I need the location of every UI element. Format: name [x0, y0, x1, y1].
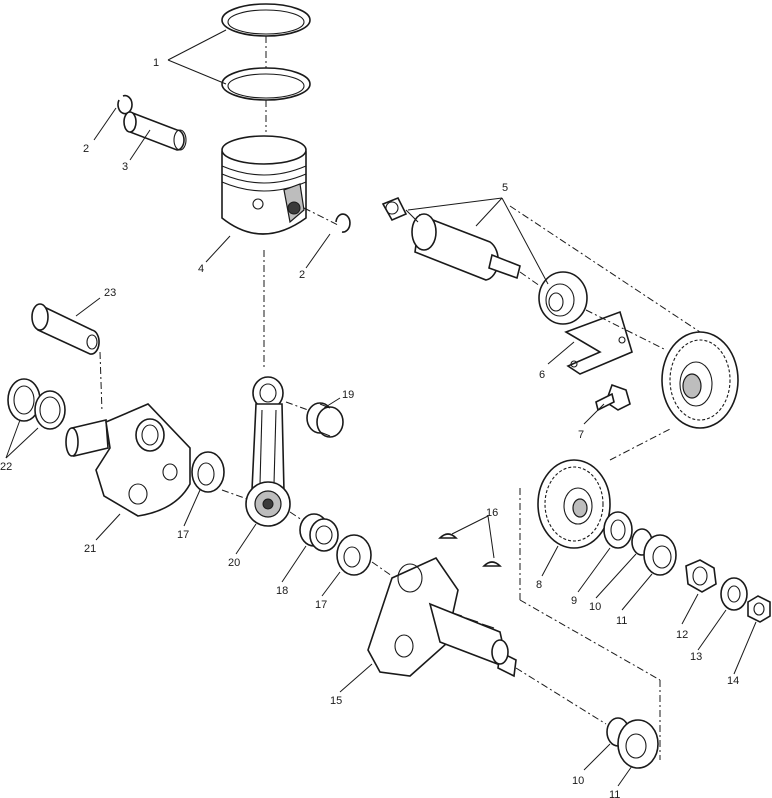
callout-12: 12	[676, 629, 688, 641]
circlip-left	[117, 94, 133, 115]
circlip-right	[335, 213, 351, 233]
needle-bearing-big-end	[299, 513, 339, 552]
callout-13: 13	[690, 651, 702, 663]
leader-lines	[5, 29, 757, 787]
starter-motor-shaft	[405, 209, 521, 281]
piston-ring-lower	[221, 67, 311, 101]
callout-11-lower: 11	[609, 789, 620, 798]
callout-16: 16	[486, 507, 498, 519]
callout-6: 6	[539, 369, 545, 381]
crankshaft-half-right	[367, 556, 517, 678]
starter-ring-gear	[661, 331, 739, 429]
callout-7: 7	[578, 429, 584, 441]
washer-13	[720, 577, 748, 611]
bearing-11-lower	[617, 719, 659, 769]
bearing-11-upper	[643, 534, 677, 576]
thrust-washer-left	[191, 451, 225, 493]
callout-3: 3	[122, 161, 128, 173]
woodruff-key-a	[438, 533, 458, 539]
callout-22: 22	[0, 461, 12, 473]
nut-14	[747, 595, 771, 623]
callout-15: 15	[330, 695, 342, 707]
drive-gear	[537, 459, 611, 549]
callout-10-lower: 10	[572, 775, 584, 787]
washer-9	[603, 511, 633, 549]
thrust-washer-right	[336, 534, 372, 576]
needle-bearing-small-end	[306, 402, 344, 438]
callout-9: 9	[571, 595, 577, 607]
bracket-bolt	[595, 383, 631, 412]
piston	[221, 135, 307, 235]
callout-21: 21	[84, 543, 96, 555]
callout-numbers: 1 2 3 4 2 5 6 7 23 19 22 21 17 20 18 17 …	[0, 57, 739, 798]
callout-11-upper: 11	[616, 615, 627, 627]
seal-inner	[34, 390, 66, 430]
callout-14: 14	[727, 675, 739, 687]
woodruff-key-b	[482, 561, 502, 567]
callout-10-upper: 10	[589, 601, 601, 613]
callout-8: 8	[536, 579, 542, 591]
callout-4: 4	[198, 263, 204, 275]
callout-2-right: 2	[299, 269, 305, 281]
callout-17-right: 17	[315, 599, 327, 611]
wrist-pin	[123, 110, 187, 151]
callout-18: 18	[276, 585, 288, 597]
starter-drive-gear	[381, 196, 408, 222]
callout-1: 1	[153, 57, 159, 69]
nut-12	[685, 559, 717, 593]
callout-17-left: 17	[177, 529, 189, 541]
mounting-bracket	[564, 310, 633, 375]
connecting-rod	[245, 376, 291, 527]
assembly-lines	[221, 205, 701, 760]
crankshaft-half-left	[65, 403, 191, 517]
starter-bearing	[538, 271, 588, 325]
callout-2-left: 2	[83, 143, 89, 155]
crank-pin-sleeve	[31, 303, 100, 355]
piston-ring-upper	[221, 3, 311, 37]
callout-20: 20	[228, 557, 240, 569]
callout-19: 19	[342, 389, 354, 401]
callout-5: 5	[502, 182, 508, 194]
callout-23: 23	[104, 287, 116, 299]
